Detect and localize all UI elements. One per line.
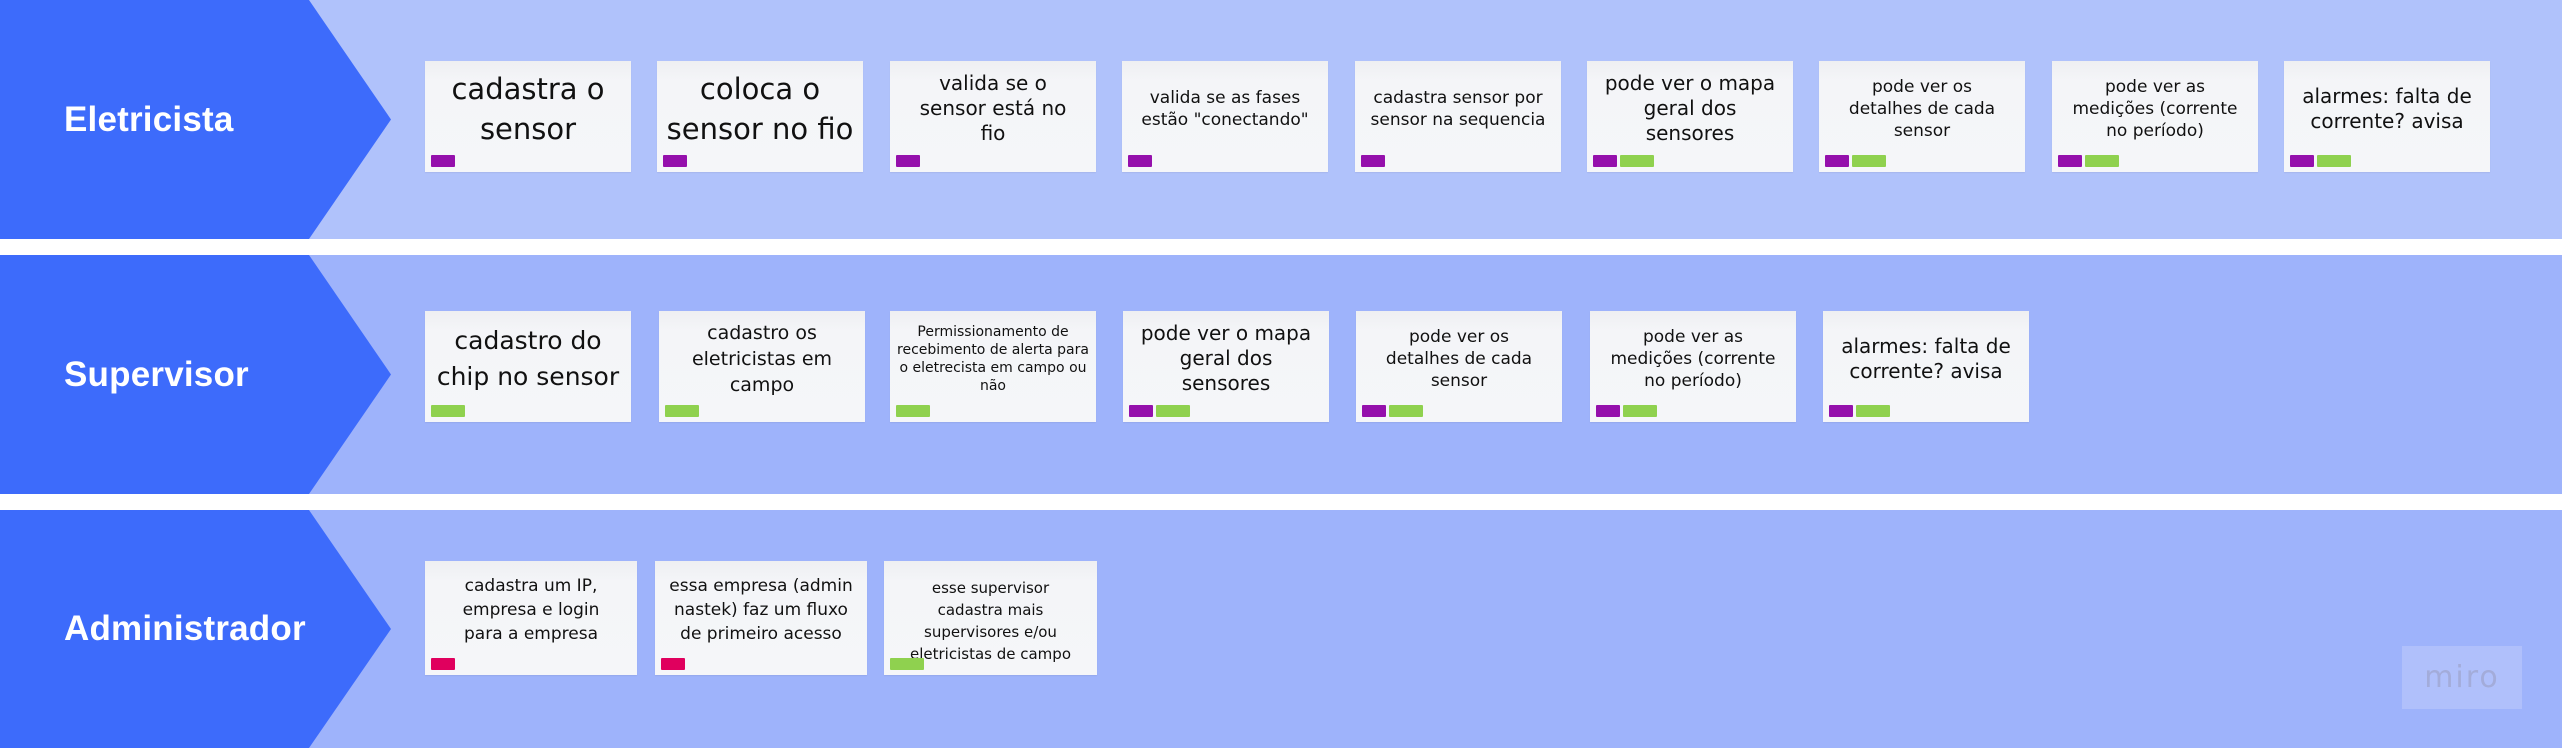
tag-group [1825,155,1886,167]
lane-title: Eletricista [64,99,234,139]
miro-logo-text: miro [2424,660,2500,695]
tag-group [1829,405,1890,417]
sticky-note-text: essa empresa (admin nastek) faz um fluxo… [669,576,853,644]
lane-header-chevron [0,255,391,494]
tag-group [1362,405,1423,417]
tag-green [2317,155,2351,167]
sticky-note[interactable]: Permissionamento de recebimento de alert… [890,311,1096,422]
tag-green [1620,155,1654,167]
sticky-note-text: valida se as fases estão "conectando" [1141,87,1309,130]
sticky-note[interactable]: cadastro os eletricistas em campo [659,311,865,422]
tag-green [890,658,924,670]
tag-purple [1129,405,1153,417]
tag-group [431,405,465,417]
sticky-note-text: coloca o sensor no fio [666,71,854,146]
tag-green [1156,405,1190,417]
lane-header-chevron [0,0,391,239]
sticky-note[interactable]: esse supervisor cadastra mais supervisor… [884,561,1097,675]
sticky-note[interactable]: coloca o sensor no fio [657,61,863,172]
sticky-note-text: cadastra um IP, empresa e login para a e… [462,576,600,644]
tag-green [1623,405,1657,417]
tag-purple [1596,405,1620,417]
tag-group [431,155,455,167]
sticky-note[interactable]: cadastro do chip no sensor [425,311,631,422]
tag-purple [1829,405,1853,417]
sticky-note[interactable]: cadastra o sensor [425,61,631,172]
tag-purple [2290,155,2314,167]
tag-group [896,405,930,417]
sticky-note-text: pode ver o mapa geral dos sensores [1604,71,1776,145]
sticky-note[interactable]: pode ver as medições (corrente no períod… [1590,311,1796,422]
lane-title: Administrador [64,609,306,648]
tag-group [2290,155,2351,167]
tag-group [431,658,455,670]
sticky-note-text: Permissionamento de recebimento de alert… [897,323,1089,394]
tag-group [1128,155,1152,167]
miro-watermark: miro [2402,646,2522,709]
tag-group [1129,405,1190,417]
tag-green [896,405,930,417]
tag-purple [663,155,687,167]
lane-administrador: Administrador cadastra um IP, empresa e … [0,510,2562,748]
tag-purple [1362,405,1386,417]
tag-green [1856,405,1890,417]
sticky-note[interactable]: alarmes: falta de corrente? avisa [2284,61,2490,172]
lane-eletricista: Eletricista cadastra o sensor coloca o s… [0,0,2562,239]
tag-purple [2058,155,2082,167]
sticky-note-text: alarmes: falta de corrente? avisa [2302,83,2472,133]
tag-purple [1361,155,1385,167]
lane-header-chevron [0,510,391,748]
tag-group [665,405,699,417]
sticky-note[interactable]: pode ver o mapa geral dos sensores [1587,61,1793,172]
tag-group [1593,155,1654,167]
tag-group [890,658,924,670]
tag-green [1389,405,1423,417]
sticky-note[interactable]: cadastra sensor por sensor na sequencia [1355,61,1561,172]
tag-group [661,658,685,670]
tag-purple [1825,155,1849,167]
sticky-note[interactable]: pode ver os detalhes de cada sensor [1356,311,1562,422]
sticky-note-text: pode ver os detalhes de cada sensor [1385,326,1533,391]
tag-group [2058,155,2119,167]
tag-green [665,405,699,417]
tag-pink [661,658,685,670]
sticky-note-text: esse supervisor cadastra mais supervisor… [910,579,1071,663]
sticky-note[interactable]: valida se as fases estão "conectando" [1122,61,1328,172]
tag-pink [431,658,455,670]
tag-group [1361,155,1385,167]
lane-supervisor: Supervisor cadastro do chip no sensor ca… [0,255,2562,494]
tag-purple [1593,155,1617,167]
sticky-note[interactable]: pode ver as medições (corrente no períod… [2052,61,2258,172]
tag-group [1596,405,1657,417]
tag-purple [1128,155,1152,167]
sticky-note-text: pode ver os detalhes de cada sensor [1848,76,1996,141]
tag-green [1852,155,1886,167]
tag-green [431,405,465,417]
tag-purple [896,155,920,167]
sticky-note[interactable]: pode ver os detalhes de cada sensor [1819,61,2025,172]
sticky-note-text: valida se o sensor está no fio [919,71,1067,145]
sticky-note[interactable]: valida se o sensor está no fio [890,61,1096,172]
sticky-note-text: cadastra o sensor [451,71,605,146]
sticky-note-text: alarmes: falta de corrente? avisa [1841,333,2011,383]
sticky-note[interactable]: pode ver o mapa geral dos sensores [1123,311,1329,422]
tag-group [896,155,920,167]
sticky-note-text: cadastro do chip no sensor [436,325,620,391]
sticky-note[interactable]: essa empresa (admin nastek) faz um fluxo… [655,561,867,675]
tag-purple [431,155,455,167]
sticky-note-text: cadastro os eletricistas em campo [691,321,833,396]
sticky-note-text: pode ver as medições (corrente no períod… [2072,76,2238,141]
sticky-note-text: pode ver as medições (corrente no períod… [1610,326,1776,391]
sticky-note-text: cadastra sensor por sensor na sequencia [1370,87,1546,130]
sticky-note-text: pode ver o mapa geral dos sensores [1140,321,1312,395]
sticky-note[interactable]: alarmes: falta de corrente? avisa [1823,311,2029,422]
tag-green [2085,155,2119,167]
sticky-note[interactable]: cadastra um IP, empresa e login para a e… [425,561,637,675]
tag-group [663,155,687,167]
lane-title: Supervisor [64,354,249,394]
